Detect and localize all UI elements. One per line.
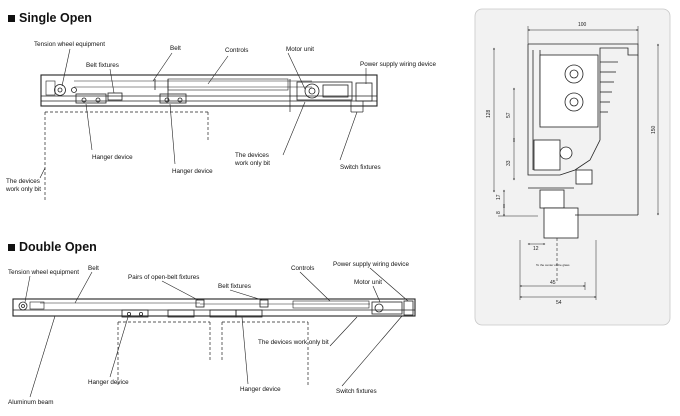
single-controls-box [167, 78, 289, 91]
single-open-labels: Tension wheel equipment Belt Controls Mo… [5, 41, 436, 193]
section-door-clamp [539, 189, 565, 209]
double-beltfix-label: Belt fixtures [218, 283, 251, 290]
single-hanger2-label: Hanger device [172, 168, 213, 175]
section-upper-gear [564, 64, 584, 84]
single-belt-label: Belt [170, 45, 181, 52]
dim-h128: 128 [486, 109, 492, 118]
section-dimension-labels: 100 128 57 33 17 8 150 12 45 54 To the c… [486, 22, 657, 306]
dim-top-width: 100 [578, 22, 587, 28]
double-hanger-left [121, 309, 149, 318]
double-open-heading: Double Open [8, 240, 97, 254]
double-hanger2-label: Hanger device [240, 386, 281, 393]
single-power-label: Power supply wiring device [360, 61, 436, 68]
dim-w12: 12 [533, 246, 539, 252]
section-panel [474, 8, 671, 326]
single-tension-label: Tension wheel equipment [34, 41, 105, 48]
double-tension-label: Tension wheel equipment [8, 269, 79, 276]
double-beam-label: Aluminum beam [8, 399, 54, 406]
double-beam-outline [12, 298, 416, 317]
double-open-drawing [12, 267, 416, 398]
double-hanger1-label: Hanger device [88, 379, 129, 386]
section-view: 100 128 57 33 17 8 150 12 45 54 To the c… [474, 8, 671, 326]
single-open-heading: Single Open [8, 11, 92, 25]
dim-w54: 54 [556, 300, 562, 306]
single-belt-fixture [107, 92, 123, 101]
double-controls-box [292, 300, 370, 309]
double-controls-label: Controls [291, 265, 314, 272]
double-belt-fixture [259, 299, 269, 308]
double-hanger-right [235, 309, 263, 318]
single-left-devices-line2: work only bit [5, 186, 41, 193]
single-open-drawing [39, 48, 378, 200]
dim-glass-note: To the center of the glass [536, 263, 570, 267]
single-open-title: Single Open [19, 11, 92, 25]
dim-h8: 8 [496, 211, 502, 214]
bullet-square-icon [8, 14, 15, 22]
single-hanger-mid [159, 93, 187, 104]
double-open-labels: Tension wheel equipment Belt Pairs of op… [8, 261, 409, 406]
double-power-label: Power supply wiring device [333, 261, 409, 268]
double-pairs-fixture [195, 299, 205, 308]
single-left-devices-line1: The devices [6, 178, 40, 185]
single-devices-line1: The devices [235, 152, 269, 159]
double-power-device [403, 300, 414, 316]
single-controls-label: Controls [225, 47, 248, 54]
dim-right-height: 150 [651, 125, 657, 134]
single-hanger1-label: Hanger device [92, 154, 133, 161]
section-lower-gear [564, 92, 584, 112]
double-open-title: Double Open [19, 240, 97, 254]
double-belt-label: Belt [88, 265, 99, 272]
single-switch-label: Switch fixtures [340, 164, 381, 171]
single-beltfix-label: Belt fixtures [86, 62, 119, 69]
single-hanger-left [75, 93, 107, 104]
section-motor-block [539, 54, 599, 128]
bullet-square-icon [8, 243, 15, 251]
section-hanger [533, 139, 561, 171]
double-motor-label: Motor unit [354, 279, 382, 286]
dim-h17: 17 [496, 194, 502, 200]
double-pairs-label: Pairs of open-belt fixtures [128, 274, 199, 281]
single-motor-label: Motor unit [286, 46, 314, 53]
dim-h33: 33 [506, 160, 512, 166]
dim-w45: 45 [550, 280, 556, 286]
single-motor-unit [296, 81, 353, 101]
double-tension-wheel [18, 301, 28, 311]
single-beam-outline [40, 74, 378, 107]
dim-h57: 57 [506, 112, 512, 118]
double-motor-unit [371, 301, 403, 315]
single-devices-line2: work only bit [234, 160, 270, 167]
single-tension-wheel [54, 84, 66, 96]
double-switch-label: Switch fixtures [336, 388, 377, 395]
single-power-device [355, 82, 373, 102]
double-devices-label: The devices work only bit [258, 339, 329, 346]
